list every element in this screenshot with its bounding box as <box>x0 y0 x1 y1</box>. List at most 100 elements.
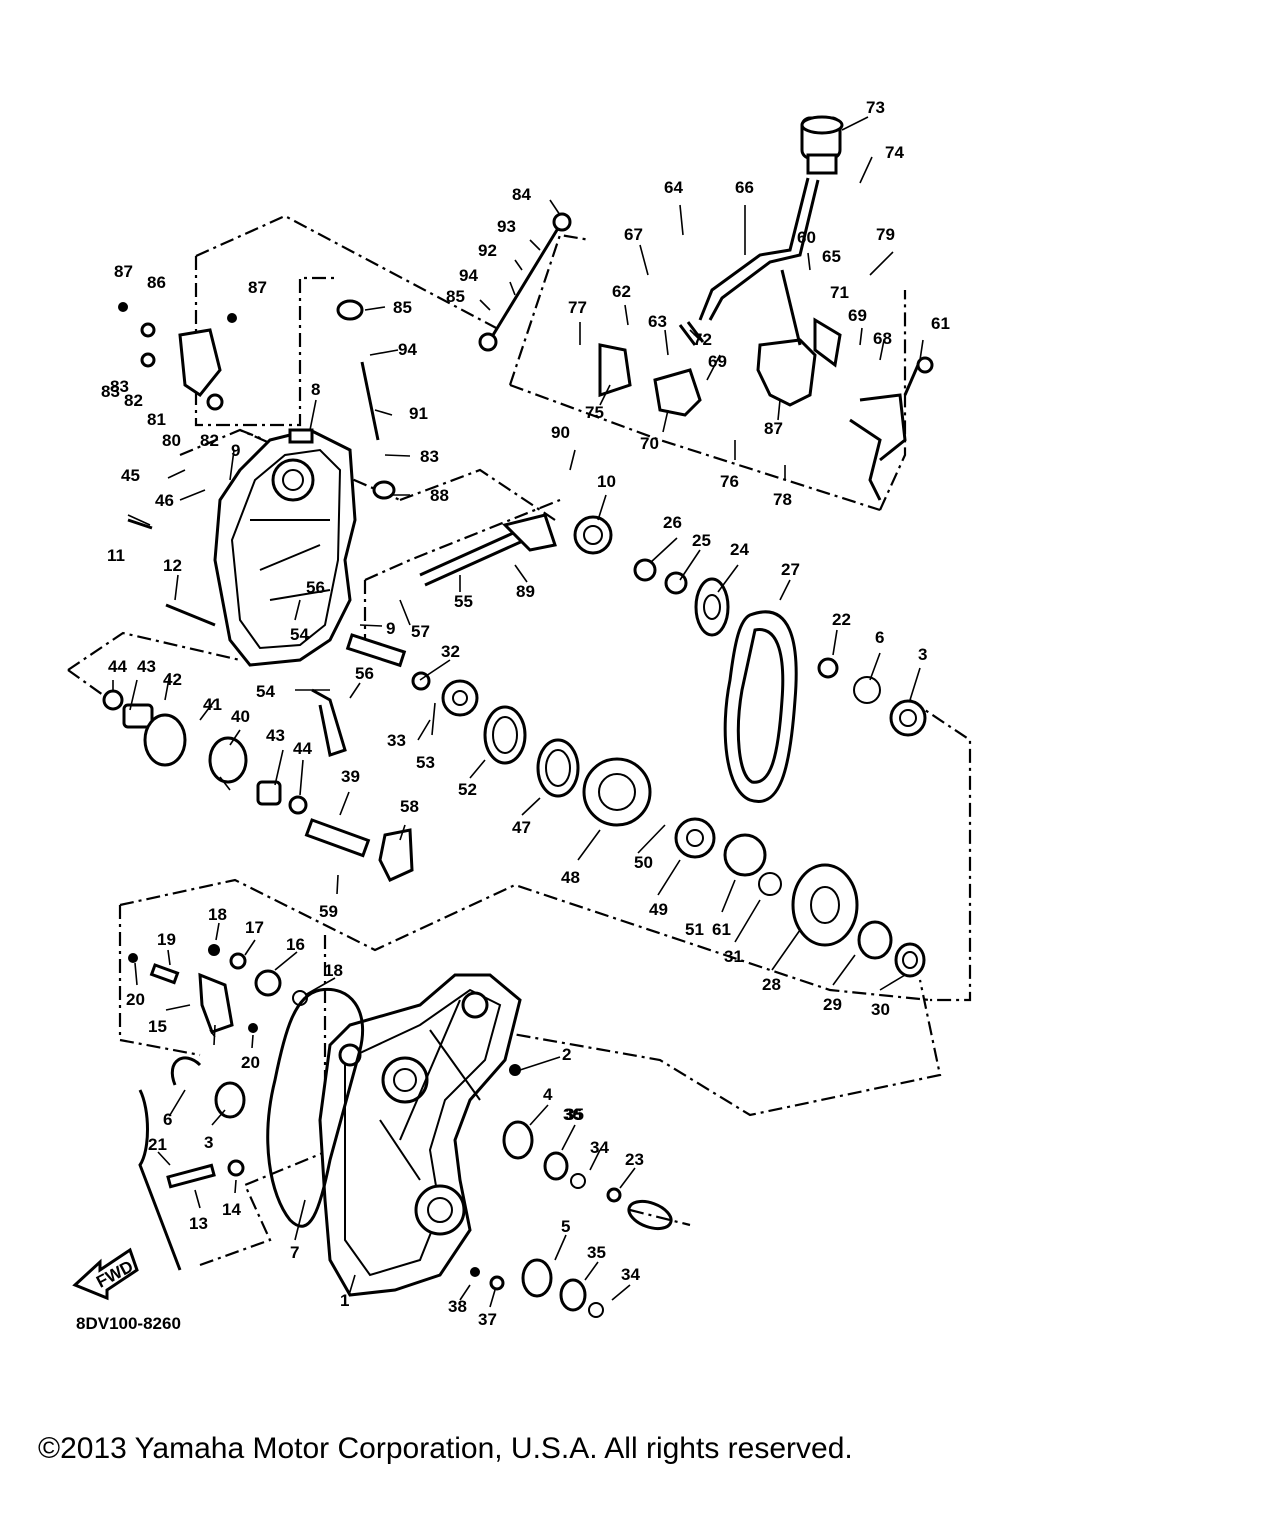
callout: 76 <box>720 472 739 491</box>
callout: 10 <box>597 472 616 491</box>
drawing-code: 8DV100-8260 <box>76 1314 181 1333</box>
callout: 83 <box>101 382 120 401</box>
callout: 28 <box>762 975 781 994</box>
callout: 27 <box>781 560 800 579</box>
callout: 39 <box>341 767 360 786</box>
callout: 7 <box>290 1243 299 1262</box>
callout: 55 <box>454 592 473 611</box>
rod-end <box>372 480 396 500</box>
callout: 74 <box>885 143 904 162</box>
callout: 71 <box>830 283 849 302</box>
callout: 20 <box>126 990 145 1009</box>
callout: 22 <box>832 610 851 629</box>
leader-lines <box>112 116 924 1308</box>
callout: 26 <box>663 513 682 532</box>
bracket <box>178 328 222 398</box>
link-rod <box>488 224 562 341</box>
callout: 43 <box>137 657 156 676</box>
washer <box>140 352 156 368</box>
callout: 11 <box>107 546 125 565</box>
callout: 82 <box>124 391 143 410</box>
callout: 54 <box>290 625 309 644</box>
forward-arrow-icon: FWD <box>72 1247 139 1301</box>
callout: 9 <box>386 619 395 638</box>
nut <box>227 313 237 323</box>
callout: 57 <box>411 622 430 641</box>
callout: 41 <box>203 695 222 714</box>
callout: 31 <box>724 947 743 966</box>
callout: 47 <box>512 818 531 837</box>
callout: 89 <box>516 582 535 601</box>
callout: 51 <box>685 920 704 939</box>
callout: 43 <box>266 726 285 745</box>
callout: 25 <box>692 531 711 550</box>
callout: 13 <box>189 1214 208 1233</box>
callout: 16 <box>286 935 305 954</box>
callout: 8 <box>311 380 320 399</box>
callout: 17 <box>245 918 264 937</box>
callout: 68 <box>873 329 892 348</box>
callout: 65 <box>822 247 841 266</box>
callout: 24 <box>730 540 749 559</box>
callout: 80 <box>162 431 181 450</box>
callout: 69 <box>708 352 727 371</box>
callout: 61 <box>712 920 731 939</box>
rod <box>360 361 380 441</box>
callout: 63 <box>648 312 667 331</box>
callout: 90 <box>551 423 570 442</box>
callout: 29 <box>823 995 842 1014</box>
callout: 36 <box>563 1105 582 1124</box>
callout: 35 <box>565 1105 584 1124</box>
callout: 3 <box>204 1133 213 1152</box>
callout: 38 <box>448 1297 467 1316</box>
callout: 6 <box>163 1110 172 1129</box>
callout: 9 <box>231 441 240 460</box>
copyright-notice: ©2013 Yamaha Motor Corporation, U.S.A. A… <box>38 1432 853 1465</box>
callout: 21 <box>148 1135 167 1154</box>
callout: 5 <box>561 1217 570 1236</box>
callout: 40 <box>231 707 250 726</box>
callout: 66 <box>735 178 754 197</box>
callout: 92 <box>478 241 497 260</box>
callout: 33 <box>387 731 406 750</box>
callout: 35 <box>587 1243 606 1262</box>
callout: 34 <box>590 1138 609 1157</box>
callout-labels: 1 2 3 3 4 5 6 6 7 8 9 9 10 11 12 13 14 1… <box>101 98 950 1329</box>
callout: 19 <box>157 930 176 949</box>
callout: 93 <box>497 217 516 236</box>
callout: 50 <box>634 853 653 872</box>
callout: 87 <box>114 262 133 281</box>
callout: 49 <box>649 900 668 919</box>
callout: 85 <box>446 287 465 306</box>
callout: 42 <box>163 670 182 689</box>
callout: 75 <box>585 403 604 422</box>
callout: 88 <box>430 486 449 505</box>
callout: 81 <box>147 410 166 429</box>
callout: 64 <box>664 178 683 197</box>
callout: 34 <box>621 1265 640 1284</box>
callout: 87 <box>764 419 783 438</box>
callout: 85 <box>393 298 412 317</box>
case-cover <box>213 428 357 667</box>
callout: 12 <box>163 556 182 575</box>
gear-case-housing <box>318 973 522 1297</box>
shift-shaft <box>419 513 557 587</box>
callout: 52 <box>458 780 477 799</box>
callout: 73 <box>866 98 885 117</box>
callout: 59 <box>319 902 338 921</box>
callout: 70 <box>640 434 659 453</box>
callout: 56 <box>306 578 325 597</box>
exploded-parts-diagram: FWD 1 2 3 3 4 5 6 6 7 8 9 9 10 11 12 13 … <box>67 98 972 1329</box>
callout: 54 <box>256 682 275 701</box>
callout: 32 <box>441 642 460 661</box>
callout: 30 <box>871 1000 890 1019</box>
callout: 14 <box>222 1200 241 1219</box>
link-end <box>552 212 572 232</box>
callout: 67 <box>624 225 643 244</box>
nut <box>118 302 128 312</box>
callout: 82 <box>200 431 219 450</box>
callout: 79 <box>876 225 895 244</box>
callout: 87 <box>248 278 267 297</box>
shift-linkage <box>598 115 934 501</box>
callout: 94 <box>459 266 478 285</box>
